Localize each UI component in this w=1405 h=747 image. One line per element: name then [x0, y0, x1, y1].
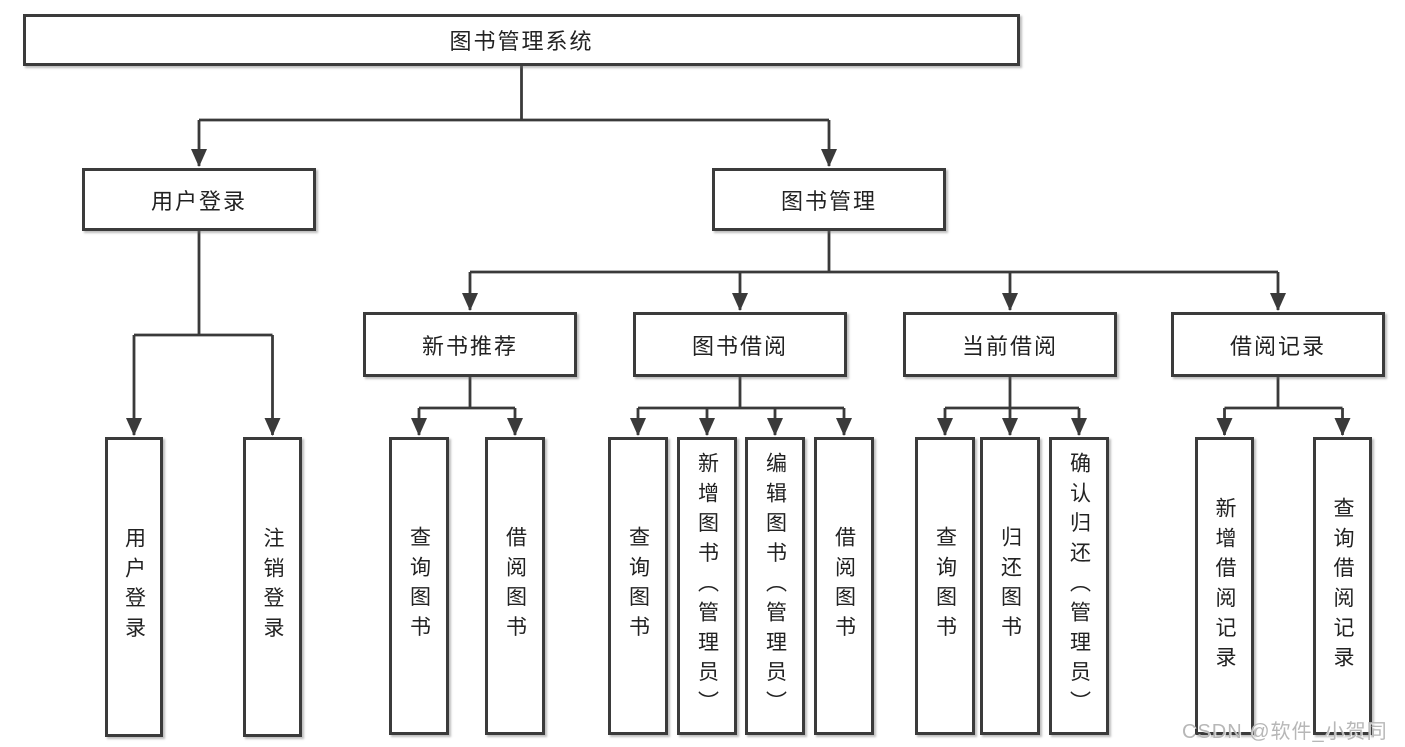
leaf-borrow-edit-book-admin: 编辑图书（管理员）: [745, 437, 805, 735]
node-borrow-record: 借阅记录: [1171, 312, 1385, 377]
leaf-label: 新增图书（管理员）: [695, 451, 719, 721]
leaf-user-login: 用户登录: [105, 437, 163, 737]
leaf-borrow-query-book: 查询图书: [608, 437, 668, 735]
leaf-label: 归还图书: [998, 526, 1022, 646]
leaf-borrow-add-book-admin: 新增图书（管理员）: [677, 437, 737, 735]
leaf-recommend-borrow-book: 借阅图书: [485, 437, 545, 735]
leaf-label: 借阅图书: [832, 526, 856, 646]
leaf-label: 用户登录: [122, 527, 146, 647]
leaf-record-add-record: 新增借阅记录: [1195, 437, 1254, 735]
leaf-label: 新增借阅记录: [1213, 496, 1236, 676]
leaf-label: 确认归还（管理员）: [1067, 451, 1091, 721]
leaf-current-confirm-return-admin: 确认归还（管理员）: [1049, 437, 1109, 735]
leaf-label: 注销登录: [261, 527, 284, 647]
node-book-management: 图书管理: [712, 168, 946, 231]
leaf-current-return-book: 归还图书: [980, 437, 1040, 735]
leaf-label: 查询图书: [407, 526, 431, 646]
node-new-book-recommend: 新书推荐: [363, 312, 577, 377]
node-user-login: 用户登录: [82, 168, 316, 231]
leaf-borrow-borrow-book: 借阅图书: [814, 437, 874, 735]
leaf-current-query-book: 查询图书: [915, 437, 975, 735]
leaf-record-query-record: 查询借阅记录: [1313, 437, 1372, 735]
leaf-recommend-query-book: 查询图书: [389, 437, 449, 735]
node-root: 图书管理系统: [23, 14, 1020, 66]
leaf-logout: 注销登录: [243, 437, 302, 737]
leaf-label: 查询借阅记录: [1331, 496, 1354, 676]
node-book-borrow: 图书借阅: [633, 312, 847, 377]
leaf-label: 查询图书: [933, 526, 957, 646]
leaf-label: 借阅图书: [503, 526, 527, 646]
leaf-label: 查询图书: [626, 526, 650, 646]
leaf-label: 编辑图书（管理员）: [763, 451, 787, 721]
node-current-borrow: 当前借阅: [903, 312, 1117, 377]
